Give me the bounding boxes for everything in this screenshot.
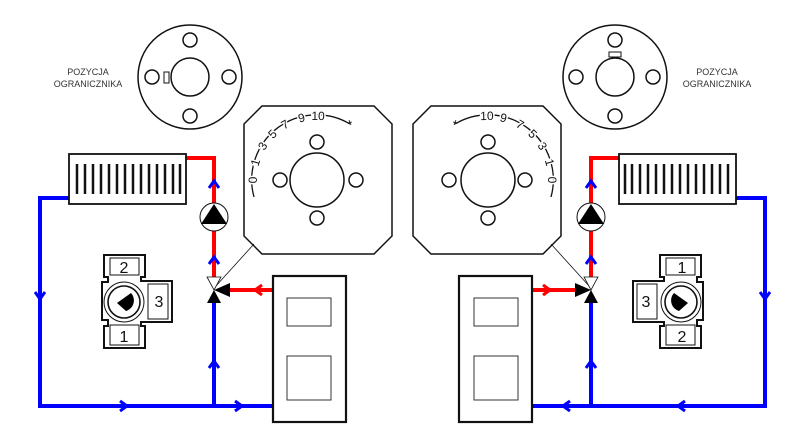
limiter-label-left-2: OGRANICZNIKA xyxy=(54,79,123,89)
scale-mark: 0 xyxy=(246,176,260,183)
scale-mark: 9 xyxy=(297,110,307,125)
valve-left-port-bottom: 1 xyxy=(120,329,129,346)
limiter-label-left-1: POZYCJA xyxy=(67,67,109,77)
limiter-label-right-2: OGRANICZNIKA xyxy=(683,79,752,89)
valve-left-port-side: 3 xyxy=(155,294,164,311)
limiter-tab-left xyxy=(163,71,170,84)
limiter-label-right-1: POZYCJA xyxy=(696,67,738,77)
scale-mark: 3 xyxy=(535,140,551,153)
scale-mark: 10 xyxy=(311,109,325,123)
scale-mark: 10 xyxy=(480,109,494,123)
scale-mark: 3 xyxy=(255,139,271,152)
scale-mark: 5 xyxy=(525,127,540,142)
valve-right-port-bottom: 2 xyxy=(678,329,687,346)
scale-mark: 5 xyxy=(265,126,280,141)
valve-left-port-top: 2 xyxy=(120,260,129,277)
valve-right-port-top: 1 xyxy=(678,260,687,277)
scale-mark: 1 xyxy=(542,157,557,168)
valve-right-port-side: 3 xyxy=(642,294,651,311)
limiter-tab-right xyxy=(608,51,622,58)
scale-mark: 7 xyxy=(514,117,527,133)
scale-mark: 7 xyxy=(279,117,292,133)
scale-mark: 0 xyxy=(545,177,559,184)
